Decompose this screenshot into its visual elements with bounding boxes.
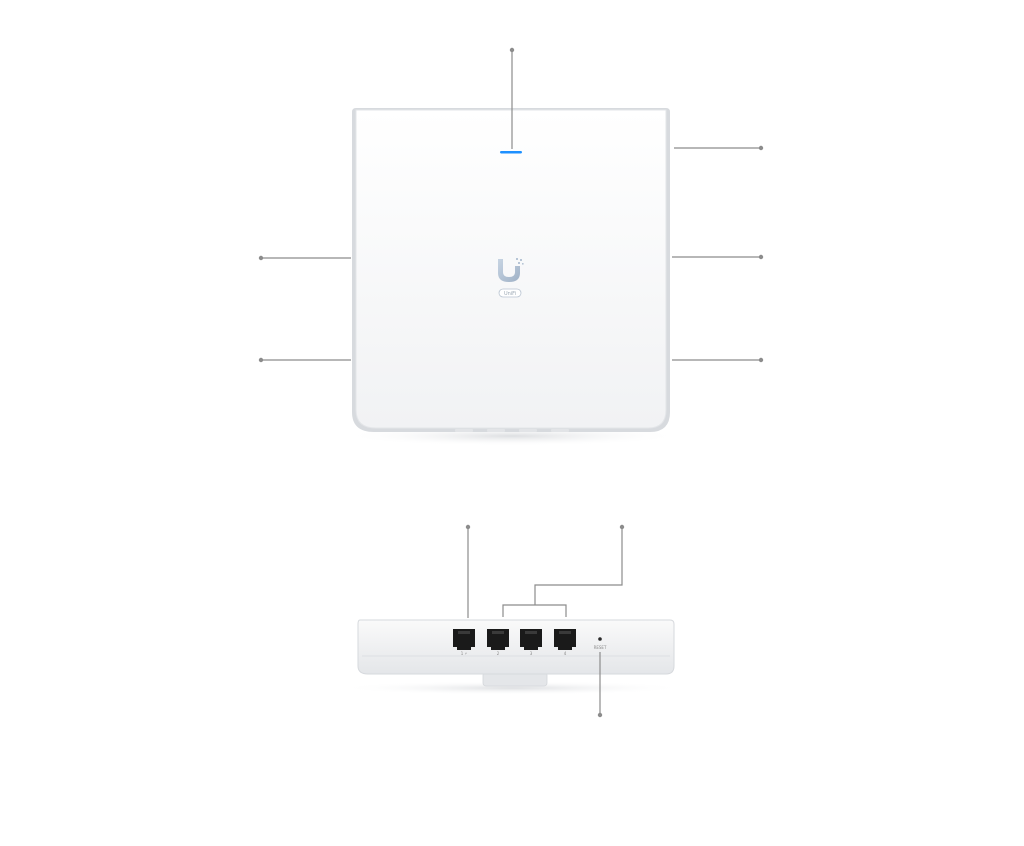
front-view: UniFi — [342, 108, 682, 446]
unifi-logo: UniFi — [498, 258, 524, 298]
port-label-2: 2 — [497, 651, 500, 656]
port-4 — [554, 629, 576, 650]
bottom-body — [357, 619, 675, 675]
dot-left-mid — [258, 255, 264, 261]
logo-u-icon — [498, 259, 520, 282]
dot-led — [509, 47, 515, 53]
port-label-3: 3 — [530, 651, 533, 656]
status-led — [500, 151, 522, 154]
front-leader-lines — [261, 50, 761, 361]
port-label-1: 1 ⚡ — [461, 651, 468, 656]
dot-left-low — [258, 357, 264, 363]
dot-reset — [597, 712, 603, 718]
dot-right-mid — [758, 254, 764, 260]
dot-right-low — [758, 357, 764, 363]
dot-port-1 — [465, 524, 471, 530]
port-1 — [453, 629, 475, 650]
front-leader-dots — [258, 47, 764, 363]
port-3 — [520, 629, 542, 650]
dot-right-top — [758, 145, 764, 151]
bottom-leader-lines — [467, 527, 623, 714]
ethernet-ports — [453, 629, 576, 650]
bottom-leader-dots — [465, 524, 625, 718]
reset-label: RESET — [594, 645, 607, 650]
logo-dots-icon — [516, 258, 524, 265]
port-2 — [487, 629, 509, 650]
bottom-view: 1 ⚡ 2 3 4 RESET — [337, 619, 687, 695]
model-badge-text: UniFi — [504, 291, 516, 297]
dot-ports-234 — [619, 524, 625, 530]
bottom-edge-detail — [455, 429, 569, 432]
leader-ports-bracket — [502, 604, 567, 617]
device-face — [355, 109, 667, 429]
port-label-4: 4 — [564, 651, 567, 656]
reset-button — [598, 637, 602, 641]
model-badge — [498, 288, 522, 298]
leader-ports-bracket-stem — [534, 527, 623, 605]
